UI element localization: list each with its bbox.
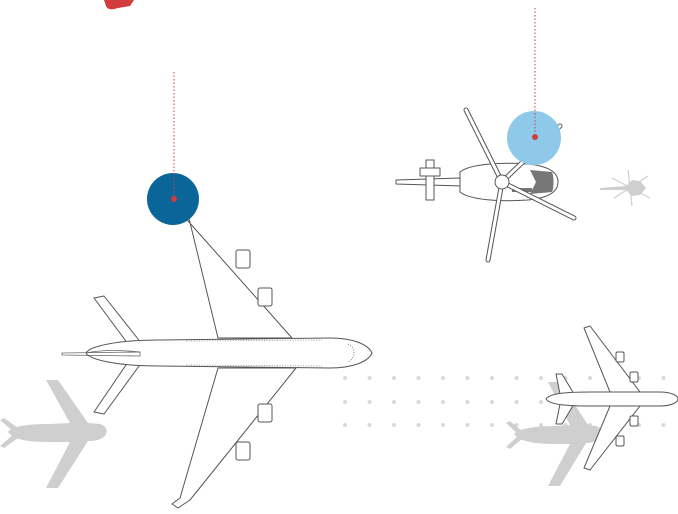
- main-airliner: [62, 192, 372, 508]
- airliner-silhouette-left: [0, 380, 107, 488]
- grid-dot: [368, 423, 372, 427]
- grid-dot: [392, 423, 396, 427]
- grid-dot: [441, 423, 445, 427]
- grid-dot: [441, 400, 445, 404]
- grid-dot: [368, 400, 372, 404]
- grid-dot: [490, 400, 494, 404]
- grid-dot: [466, 400, 470, 404]
- grid-dot: [588, 376, 592, 380]
- grid-dot: [662, 376, 666, 380]
- helicopter-silhouette: [600, 170, 650, 206]
- grid-dot: [417, 400, 421, 404]
- grid-dot: [343, 376, 347, 380]
- grid-dot: [392, 376, 396, 380]
- grid-dot: [662, 423, 666, 427]
- red-fragment: [104, 0, 134, 9]
- grid-dot: [417, 423, 421, 427]
- grid-dot: [343, 423, 347, 427]
- marker-main-airliner: [147, 72, 199, 225]
- grid-dot: [539, 400, 543, 404]
- grid-dot: [539, 376, 543, 380]
- grid-dot: [368, 376, 372, 380]
- marker-helicopter: [507, 8, 561, 165]
- grid-dot: [515, 376, 519, 380]
- grid-dot: [515, 400, 519, 404]
- leader-dot-helicopter: [532, 134, 538, 140]
- leader-dot-main: [171, 196, 177, 202]
- grid-dot: [417, 376, 421, 380]
- small-airliner: [546, 326, 678, 470]
- grid-dot: [343, 400, 347, 404]
- grid-dot: [466, 423, 470, 427]
- grid-dot: [466, 376, 470, 380]
- grid-dot: [490, 376, 494, 380]
- grid-dot: [490, 423, 494, 427]
- grid-dot: [441, 376, 445, 380]
- grid-dot: [392, 400, 396, 404]
